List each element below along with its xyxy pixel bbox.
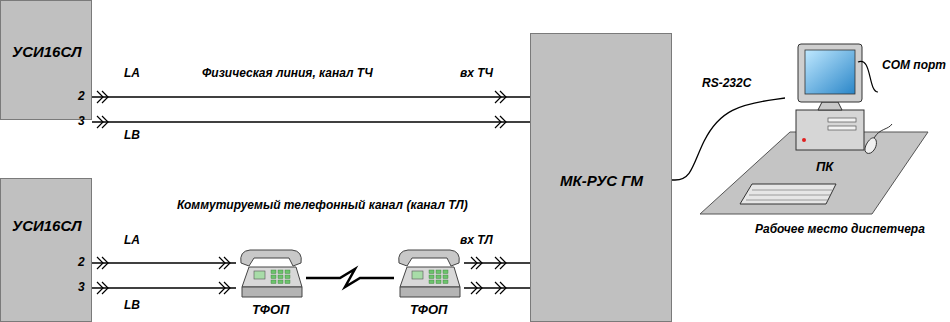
computer: ПК [785,40,865,178]
pin-number: 2 [78,255,85,270]
workplace-caption: Рабочее место диспетчера [755,222,905,237]
pin-number: 2 [78,89,85,104]
channel-label: Коммутируемый телефонный канал (канал ТЛ… [175,198,429,213]
telephone: ТФОП [394,245,464,322]
node-title: УСИ16СЛ [12,43,82,61]
line-wire [92,287,236,288]
line-wire [92,262,236,263]
keyboard [740,184,836,204]
channel-label: RS-232C [700,76,753,91]
telephone: ТФОП [236,245,306,322]
pin-number: 3 [78,114,85,129]
signal-name: LB [124,298,140,313]
input-name: вх ТЧ [460,66,493,81]
node-title: МК-РУС ГМ [560,172,643,190]
line-wire [92,96,530,97]
node-title: ПК [816,159,833,175]
pin-number: 3 [78,280,85,295]
serial-cable [672,98,785,180]
port-label: COM порт [882,58,924,73]
node-title: ТФОП [410,302,447,318]
switched-channel [306,269,394,287]
line-wire [92,121,530,122]
line-wire [464,262,530,263]
signal-name: LA [124,66,140,81]
controller-box: МК-РУС ГМ [530,33,672,322]
node-title: УСИ16СЛ [12,217,82,235]
line-wire [464,287,530,288]
signal-name: LB [124,128,140,143]
channel-label: Физическая линия, канал ТЧ [200,66,375,81]
signal-name: LA [124,233,140,248]
mouse [865,124,892,153]
device-box: УСИ16СЛ [0,178,92,322]
computer-illustration [796,44,864,150]
com-cable [858,61,878,92]
input-name: вх ТЛ [460,233,493,248]
node-title: ТФОП [252,302,289,318]
